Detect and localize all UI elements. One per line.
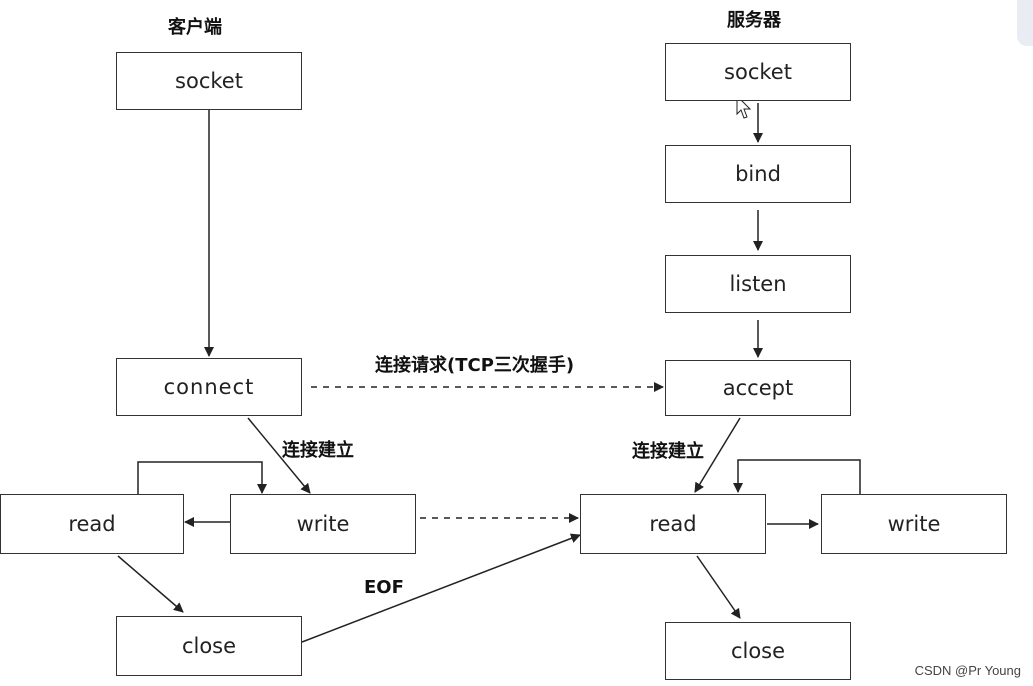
watermark: CSDN @Pr Young bbox=[914, 663, 1021, 678]
arrow-connect-to-write bbox=[247, 417, 311, 494]
server-bind-box: bind bbox=[665, 145, 851, 203]
eof-label: EOF bbox=[364, 577, 404, 598]
arrow-eof-close-to-server-read bbox=[301, 533, 581, 643]
client-socket-box: socket bbox=[116, 52, 302, 110]
arrow-client-read-loop-to-write bbox=[137, 461, 267, 494]
client-connect-box: connect bbox=[116, 358, 302, 416]
cursor-icon bbox=[736, 94, 752, 119]
server-read-box: read bbox=[580, 494, 766, 554]
server-established-label: 连接建立 bbox=[632, 441, 704, 462]
client-close-box: close bbox=[116, 616, 302, 676]
arrow-accept-to-server-read bbox=[694, 417, 741, 493]
server-socket-box: socket bbox=[665, 43, 851, 101]
handshake-label: 连接请求(TCP三次握手) bbox=[375, 355, 575, 376]
arrow-server-read-to-close bbox=[696, 555, 741, 619]
client-write-box: write bbox=[230, 494, 416, 554]
server-accept-box: accept bbox=[665, 360, 851, 416]
client-read-box: read bbox=[0, 494, 184, 554]
side-panel-edge bbox=[1017, 0, 1033, 46]
server-header: 服务器 bbox=[727, 10, 781, 31]
client-established-label: 连接建立 bbox=[282, 440, 354, 461]
client-header: 客户端 bbox=[168, 17, 222, 38]
arrow-client-read-to-close bbox=[117, 555, 184, 613]
server-close-box: close bbox=[665, 622, 851, 680]
server-write-box: write bbox=[821, 494, 1007, 554]
arrow-server-write-loop-to-read bbox=[733, 459, 861, 494]
server-listen-box: listen bbox=[665, 255, 851, 313]
